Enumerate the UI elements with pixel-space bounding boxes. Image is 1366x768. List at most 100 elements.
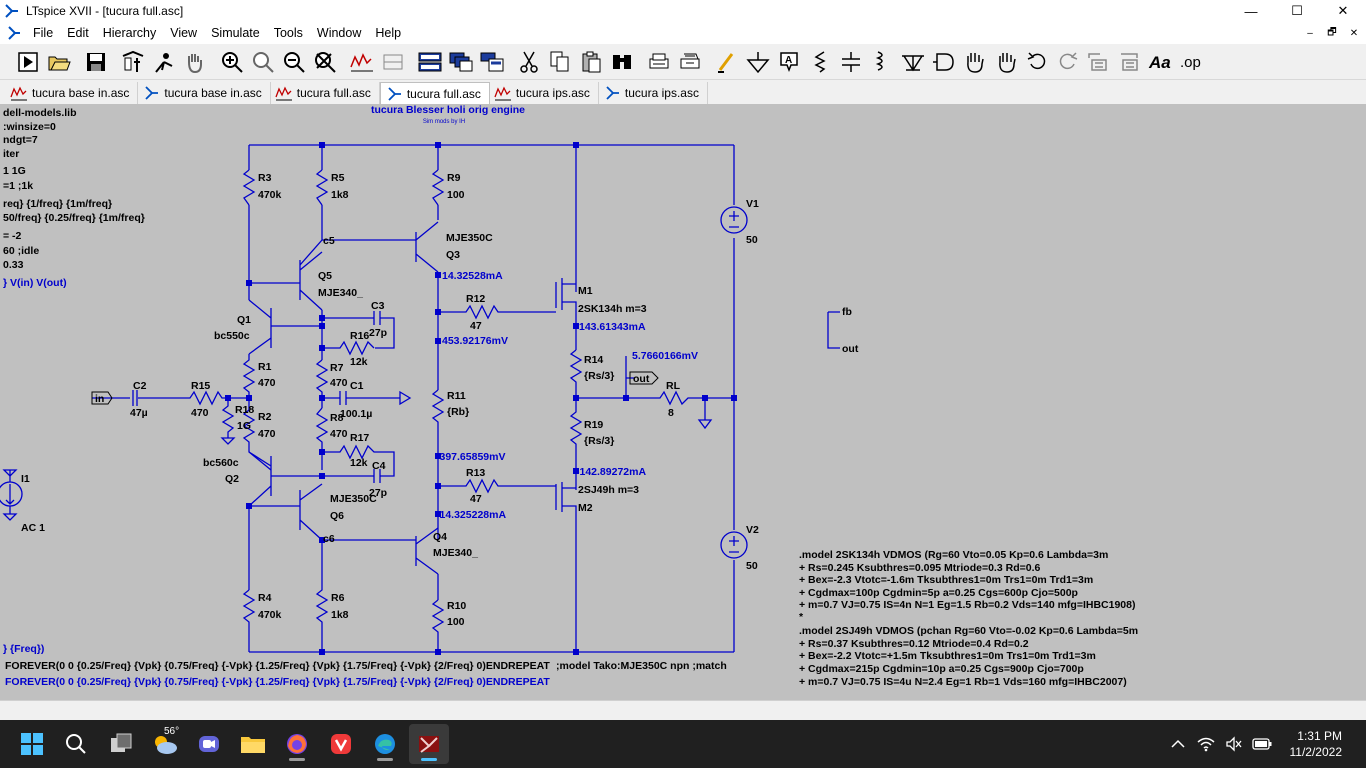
- schematic-canvas[interactable]: tucura Blesser holi orig engine Sim mods…: [0, 104, 1366, 700]
- directive-idle[interactable]: 60 ;idle: [3, 245, 39, 257]
- maximize-button[interactable]: ☐: [1291, 3, 1303, 18]
- clock[interactable]: 1:31 PM 11/2/2022: [1290, 728, 1343, 760]
- waveform-icon[interactable]: [346, 47, 377, 77]
- schematic-subheading[interactable]: Sim mods by IH: [423, 119, 465, 125]
- label-net-icon[interactable]: A: [773, 47, 804, 77]
- print-icon[interactable]: [643, 47, 674, 77]
- run-icon[interactable]: [12, 47, 43, 77]
- weather-widget[interactable]: [145, 724, 185, 764]
- edge-button[interactable]: [365, 724, 405, 764]
- mirror-icon[interactable]: [1114, 47, 1145, 77]
- spice-directive-icon[interactable]: .op: [1176, 47, 1207, 77]
- directive-freq2[interactable]: 50/freq} {0.25/freq} {1m/freq}: [3, 212, 145, 224]
- volume-muted-icon[interactable]: [1222, 732, 1246, 756]
- directive-lib[interactable]: dell-models.lib: [3, 107, 77, 119]
- schematic-drawing[interactable]: tucura Blesser holi orig engine Sim mods…: [0, 104, 1366, 700]
- wifi-icon[interactable]: [1194, 732, 1218, 756]
- draw-wire-icon[interactable]: [711, 47, 742, 77]
- tab-tucura-full-schematic[interactable]: tucura full.asc: [379, 82, 490, 104]
- zoom-in-icon[interactable]: [216, 47, 247, 77]
- directive-winsize[interactable]: :winsize=0: [3, 121, 56, 133]
- menu-window[interactable]: Window: [316, 26, 362, 40]
- undo-icon[interactable]: [1021, 47, 1052, 77]
- start-button[interactable]: [12, 724, 52, 764]
- zoom-area-icon[interactable]: [247, 47, 278, 77]
- schematic-icon[interactable]: [377, 47, 408, 77]
- wires[interactable]: [0, 144, 840, 653]
- menu-tools[interactable]: Tools: [273, 26, 303, 40]
- tab-tucura-ips-schematic[interactable]: tucura ips.asc: [599, 82, 708, 104]
- chevron-up-icon[interactable]: [1166, 732, 1190, 756]
- directive-1g[interactable]: 1 1G: [3, 165, 26, 177]
- menu-simulate[interactable]: Simulate: [211, 26, 260, 40]
- close-button[interactable]: ✕: [1337, 3, 1349, 18]
- file-explorer-button[interactable]: [233, 724, 273, 764]
- paste-icon[interactable]: [575, 47, 606, 77]
- tile-horizontal-icon[interactable]: [414, 47, 445, 77]
- directive-vpk[interactable]: = -2: [3, 230, 22, 242]
- resistor-icon[interactable]: [804, 47, 835, 77]
- ltspice-taskbar-button[interactable]: [409, 724, 449, 764]
- vivaldi-button[interactable]: [321, 724, 361, 764]
- zoom-out-icon[interactable]: [278, 47, 309, 77]
- text-icon[interactable]: Aa: [1145, 47, 1176, 77]
- redo-icon[interactable]: [1052, 47, 1083, 77]
- ground-icon[interactable]: [742, 47, 773, 77]
- mdi-restore-button[interactable]: 🗗: [1327, 26, 1337, 38]
- cascade-icon[interactable]: [445, 47, 476, 77]
- teams-chat-button[interactable]: [189, 724, 229, 764]
- cut-icon[interactable]: [513, 47, 544, 77]
- tab-tucura-full-waveform[interactable]: tucura full.asc: [271, 82, 380, 104]
- model-q5: MJE340_: [318, 287, 363, 299]
- pan-icon[interactable]: [179, 47, 210, 77]
- find-icon[interactable]: [606, 47, 637, 77]
- firefox-button[interactable]: [277, 724, 317, 764]
- zoom-cancel-icon[interactable]: [309, 47, 340, 77]
- tile-vertical-icon[interactable]: [476, 47, 507, 77]
- tab-tucura-ips-waveform[interactable]: tucura ips.asc: [490, 82, 599, 104]
- probe-readouts[interactable]: 14.32528mA 143.61343mA 453.92176mV 5.766…: [436, 270, 698, 521]
- capacitor-icon[interactable]: [835, 47, 866, 77]
- mdi-minimize-button[interactable]: –: [1307, 27, 1313, 39]
- menu-file[interactable]: File: [33, 26, 54, 40]
- directive-model-tako[interactable]: ;model Tako:MJE350C npn ;match: [556, 660, 727, 672]
- directive-probe[interactable]: } V(in) V(out): [3, 277, 67, 289]
- directive-freq1[interactable]: req} {1/freq} {1m/freq}: [3, 198, 112, 210]
- diode-icon[interactable]: [897, 47, 928, 77]
- copy-icon[interactable]: [544, 47, 575, 77]
- component-labels[interactable]: R3 470k R5 1k8 R9 100 c5 MJE350C Q3 Q5 M…: [21, 172, 759, 628]
- mdi-close-button[interactable]: ✕: [1349, 27, 1359, 39]
- probe-icon[interactable]: [148, 47, 179, 77]
- directive-freq-fragment[interactable]: } {Freq}): [3, 643, 44, 655]
- open-icon[interactable]: [43, 47, 74, 77]
- task-view-button[interactable]: [101, 724, 141, 764]
- directive-1k[interactable]: =1 ;1k: [3, 180, 33, 192]
- save-icon[interactable]: [80, 47, 111, 77]
- move-icon[interactable]: [959, 47, 990, 77]
- taskbar-search-button[interactable]: [56, 724, 96, 764]
- directive-033[interactable]: 0.33: [3, 259, 24, 271]
- model-directives[interactable]: .model 2SK134h VDMOS (Rg=60 Vto=0.05 Kp=…: [799, 549, 1138, 688]
- print-setup-icon[interactable]: [674, 47, 705, 77]
- ltspice-app-icon[interactable]: [4, 3, 20, 19]
- tab-tucura-base-in-waveform[interactable]: tucura base in.asc: [6, 82, 139, 104]
- minimize-button[interactable]: —: [1244, 3, 1258, 19]
- menu-help[interactable]: Help: [375, 26, 402, 40]
- drag-icon[interactable]: [990, 47, 1021, 77]
- component-icon[interactable]: [928, 47, 959, 77]
- battery-icon[interactable]: [1250, 732, 1274, 756]
- menu-hierarchy[interactable]: Hierarchy: [102, 26, 157, 40]
- directive-forever-2[interactable]: FOREVER(0 0 {0.25/Freq} {Vpk} {0.75/Freq…: [5, 676, 550, 688]
- directive-numdgt[interactable]: ndgt=7: [3, 134, 38, 146]
- tab-tucura-base-in-schematic[interactable]: tucura base in.asc: [138, 82, 271, 104]
- mdi-doc-icon[interactable]: [6, 25, 22, 41]
- directive-iter[interactable]: iter: [3, 148, 19, 160]
- menu-view[interactable]: View: [170, 26, 198, 40]
- directive-forever-1[interactable]: FOREVER(0 0 {0.25/Freq} {Vpk} {0.75/Freq…: [5, 660, 550, 672]
- rotate-icon[interactable]: [1083, 47, 1114, 77]
- net-flags[interactable]: in out fb out: [91, 306, 859, 405]
- schematic-heading[interactable]: tucura Blesser holi orig engine: [371, 104, 525, 116]
- control-panel-icon[interactable]: [117, 47, 148, 77]
- menu-edit[interactable]: Edit: [67, 26, 89, 40]
- inductor-icon[interactable]: [866, 47, 897, 77]
